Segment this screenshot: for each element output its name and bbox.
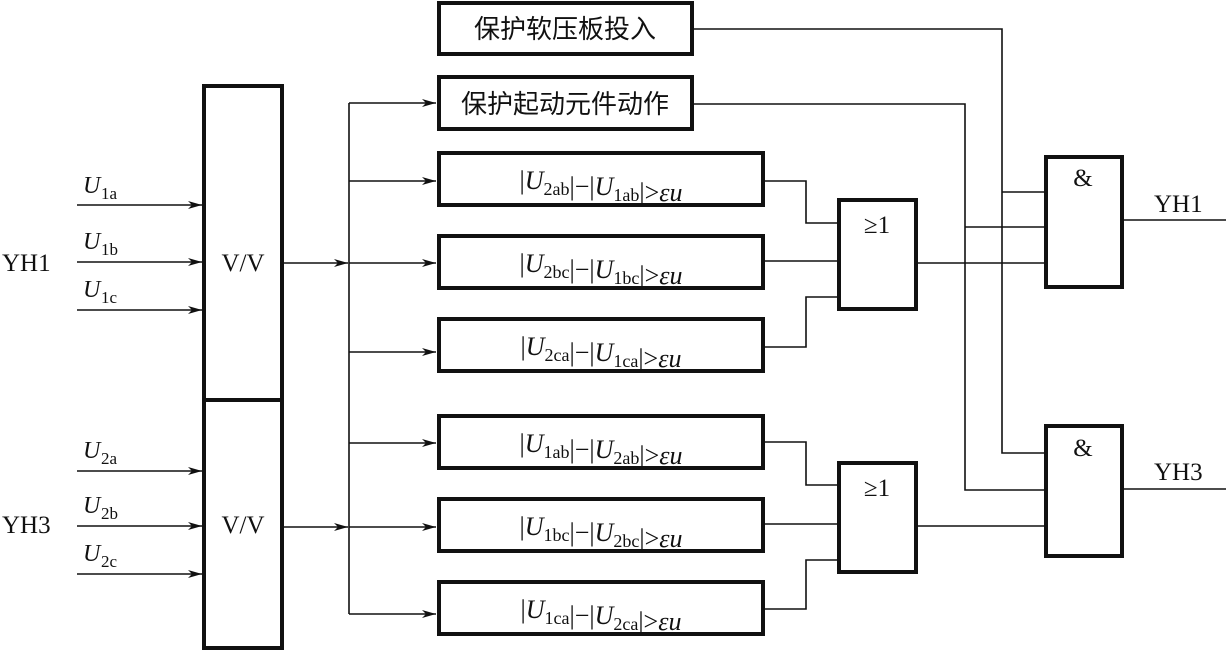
source-label-yh3: YH3 [2, 512, 51, 539]
input-label-u2a: U 2a [83, 438, 118, 468]
or-gate-lower [837, 461, 918, 574]
and-gate-yh3-label: & [1073, 435, 1092, 462]
bus-branches [349, 99, 436, 618]
svg-text:2b: 2b [101, 504, 118, 523]
comparator-box: |U2bc|−|U1bc|>εu [437, 234, 765, 290]
and-gate-yh1 [1044, 155, 1124, 289]
svg-text:U: U [83, 277, 102, 303]
comparator-boxes: |U2ab|−|U1ab|>εu |U2bc|−|U1bc|>εu |U2ca|−|… [437, 151, 765, 636]
or-upper-wiring [764, 180, 838, 348]
and-gate-yh1-label: & [1073, 165, 1092, 192]
comparator-expression: |U2ab|−|U1ab|>εu [520, 166, 683, 207]
svg-text:U: U [83, 493, 102, 519]
or-gate-upper-label: ≥1 [864, 212, 890, 239]
comparator-box: |U1bc|−|U2bc|>εu [437, 497, 765, 553]
input-label-u1b: U 1b [83, 229, 118, 259]
or-gate-upper [837, 198, 918, 311]
svg-text:U: U [83, 541, 102, 567]
soft-plate-label: 保护软压板投入 [474, 15, 656, 45]
svg-text:1a: 1a [101, 184, 118, 203]
and-gate-yh3 [1044, 424, 1124, 558]
vv-converter-yh3 [202, 398, 284, 650]
soft-plate-box [437, 1, 694, 56]
comparator-expression: |U2bc|−|U1bc|>εu [520, 249, 683, 290]
comparator-expression: |U1ab|−|U2ab|>εu [520, 429, 683, 470]
vv-converter-yh1 [202, 84, 284, 402]
output-label-yh1: YH1 [1154, 191, 1203, 218]
start-element-wiring [693, 103, 1045, 491]
or-lower-wiring [764, 441, 838, 610]
comparator-box: |U1ab|−|U2ab|>εu [437, 414, 765, 470]
svg-text:2c: 2c [101, 552, 118, 571]
vv-label-yh3: V/V [221, 512, 264, 539]
input-label-u1c: U 1c [83, 277, 118, 307]
svg-text:U: U [83, 173, 102, 199]
input-lines-yh3 [77, 467, 202, 578]
input-label-u2c: U 2c [83, 541, 118, 571]
or-gate-lower-label: ≥1 [864, 475, 890, 502]
comparator-box: |U1ca|−|U2ca|>εu [437, 580, 765, 636]
comparator-expression: |U1ca|−|U2ca|>εu [521, 595, 682, 636]
svg-text:2a: 2a [101, 449, 118, 468]
svg-text:1b: 1b [101, 240, 118, 259]
input-label-u2b: U 2b [83, 493, 118, 523]
input-label-u1a: U 1a [83, 173, 118, 203]
output-label-yh3: YH3 [1154, 459, 1203, 486]
comparator-expression: |U1bc|−|U2bc|>εu [520, 512, 683, 553]
svg-text:1c: 1c [101, 288, 118, 307]
soft-plate-wiring [693, 28, 1045, 454]
svg-text:U: U [83, 229, 102, 255]
comparator-expression: |U2ca|−|U1ca|>εu [521, 332, 682, 373]
comparator-box: |U2ca|−|U1ca|>εu [437, 317, 765, 373]
input-lines-yh1 [77, 201, 202, 314]
start-element-label: 保护起动元件动作 [461, 90, 669, 120]
vv-label-yh1: V/V [221, 250, 264, 277]
start-element-box [437, 75, 694, 131]
comparator-box: |U2ab|−|U1ab|>εu [437, 151, 765, 207]
svg-text:U: U [83, 438, 102, 464]
source-label-yh1: YH1 [2, 250, 51, 277]
